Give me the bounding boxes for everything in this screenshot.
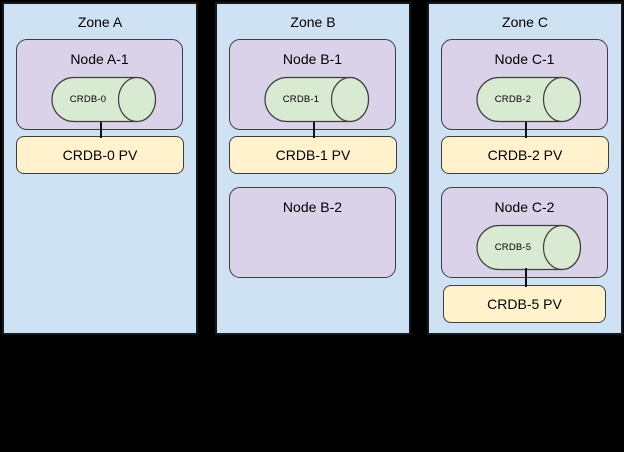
node-a-1-title: Node A-1 xyxy=(70,51,129,67)
pod-to-pv-connector xyxy=(313,122,315,138)
node-b-1: Node B-1 CRDB-1 xyxy=(229,39,396,130)
node-b-1-title: Node B-1 xyxy=(282,51,343,67)
zone-b-panel: Zone B Node B-1 CRDB-1 CRDB-1 PV Node B-… xyxy=(215,2,411,335)
crdb-1-pod-cylinder: CRDB-1 xyxy=(263,76,370,123)
crdb-5-pod-cylinder: CRDB-5 xyxy=(475,224,582,271)
crdb-1-pv-label: CRDB-1 PV xyxy=(275,147,351,163)
pod-to-pv-connector xyxy=(525,122,527,138)
crdb-5-pod-label: CRDB-5 xyxy=(494,242,532,253)
pod-to-pv-connector xyxy=(100,122,102,138)
cylinder-icon xyxy=(476,76,582,123)
zone-c-panel: Zone C Node C-1 CRDB-2 CRDB-2 PV Node C-… xyxy=(427,2,623,335)
node-c-2: Node C-2 CRDB-5 xyxy=(441,187,608,278)
crdb-0-pv-label: CRDB-0 PV xyxy=(62,147,138,163)
node-c-1-title: Node C-1 xyxy=(494,51,555,67)
crdb-2-pv-label: CRDB-2 PV xyxy=(487,147,563,163)
crdb-1-pod-label: CRDB-1 xyxy=(282,94,320,105)
crdb-5-pv-box: CRDB-5 PV xyxy=(443,285,606,323)
crdb-0-pod-cylinder: CRDB-0 xyxy=(50,76,157,123)
crdb-0-pv-box: CRDB-0 PV xyxy=(16,136,184,174)
zone-c-title: Zone C xyxy=(502,14,548,30)
pod-to-pv-connector xyxy=(525,268,527,287)
zone-a-panel: Zone A Node A-1 CRDB-0 CRDB-0 PV xyxy=(2,2,198,335)
node-b-2-title: Node B-2 xyxy=(282,199,343,215)
crdb-2-pv-box: CRDB-2 PV xyxy=(441,136,609,174)
node-b-2: Node B-2 xyxy=(229,187,396,278)
node-c-2-title: Node C-2 xyxy=(494,199,555,215)
cylinder-icon xyxy=(264,76,370,123)
crdb-2-pod-cylinder: CRDB-2 xyxy=(475,76,582,123)
zone-a-title: Zone A xyxy=(77,14,123,30)
cylinder-icon xyxy=(51,76,157,123)
cylinder-icon xyxy=(476,224,582,271)
zone-b-title: Zone B xyxy=(290,14,336,30)
crdb-2-pod-label: CRDB-2 xyxy=(494,94,532,105)
node-c-1: Node C-1 CRDB-2 xyxy=(441,39,608,130)
crdb-1-pv-box: CRDB-1 PV xyxy=(229,136,397,174)
node-a-1: Node A-1 CRDB-0 xyxy=(16,39,183,130)
crdb-5-pv-label: CRDB-5 PV xyxy=(487,296,562,312)
crdb-0-pod-label: CRDB-0 xyxy=(69,94,107,105)
